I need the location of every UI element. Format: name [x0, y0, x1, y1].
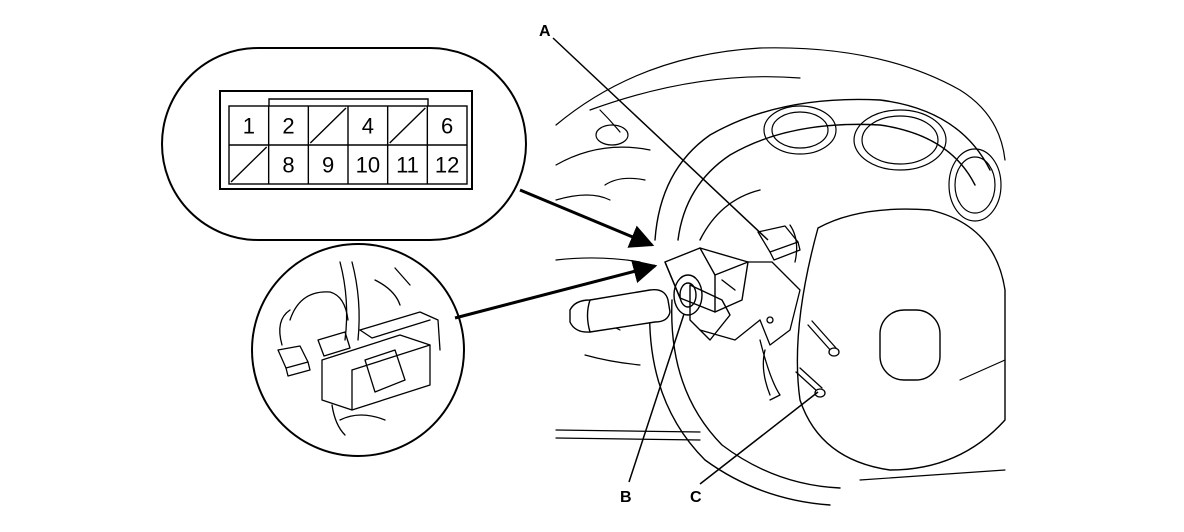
pin-label: 10	[356, 153, 380, 178]
gauge-openings	[595, 105, 1002, 222]
pin-label: 2	[282, 114, 294, 139]
leader-b	[628, 313, 685, 483]
arrow-connector-to-switch	[519, 188, 655, 248]
pin-label: 8	[282, 153, 294, 178]
pin-label: 4	[362, 114, 374, 139]
pin-label: 12	[435, 153, 459, 178]
callout-c: C	[690, 489, 702, 506]
leader-c	[699, 391, 819, 485]
cable-reel-connector	[757, 224, 801, 263]
pin-label: 11	[396, 153, 419, 178]
column-cover	[699, 261, 801, 401]
combination-switch	[664, 247, 749, 341]
pin-label: 6	[441, 114, 453, 139]
connector-detail-callout	[251, 243, 465, 457]
callout-a: A	[539, 23, 551, 40]
callout-b: B	[620, 489, 632, 506]
arrow-detail-to-switch	[454, 259, 658, 320]
leader-a	[552, 37, 769, 241]
unused-pin-mark	[309, 107, 347, 144]
airbag-hub	[796, 208, 1006, 471]
screws	[766, 316, 840, 398]
dashboard-outline	[555, 47, 1006, 481]
turn-signal-lever	[569, 274, 703, 333]
steering-wheel	[648, 98, 991, 506]
pin-label: 1	[243, 114, 255, 139]
pin-label: 9	[322, 153, 334, 178]
unused-pin-mark	[230, 146, 268, 183]
unused-pin-mark	[389, 107, 426, 144]
